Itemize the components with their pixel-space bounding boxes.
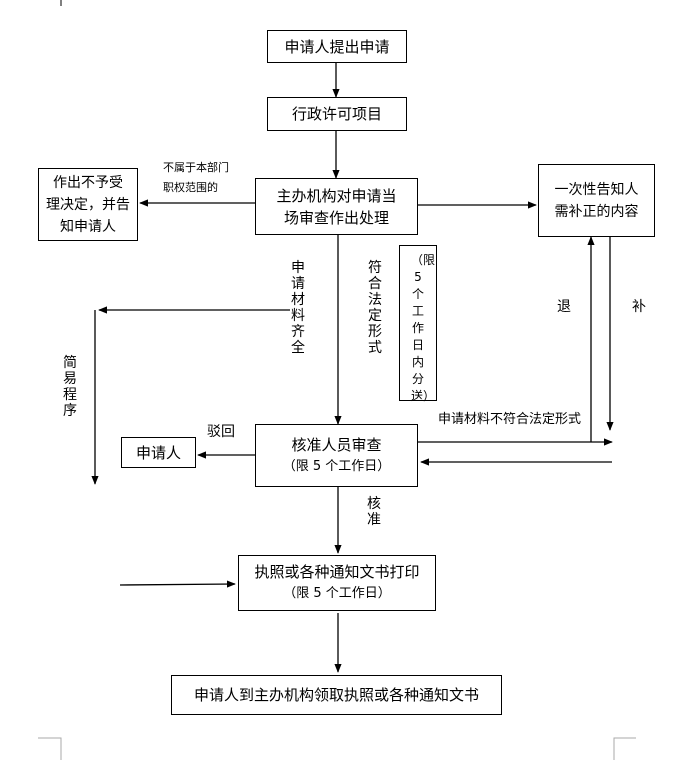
arrow-left-to-print xyxy=(119,580,236,588)
print-box: 执照或各种通知文书打印 （限 5 个工作日） xyxy=(238,555,436,611)
materials-complete-label: 申请材料齐全 xyxy=(291,260,305,356)
simple-procedure-label: 简易程序 xyxy=(63,355,77,419)
time-limit-text: （限 5 个工作日内分送） xyxy=(411,253,436,403)
approve-text-1: 核准人员审查 xyxy=(291,435,382,454)
time-limit-box: （限 5 个工作日内分送） xyxy=(399,245,437,403)
reject-back-label: 驳回 xyxy=(207,424,235,440)
not-in-scope-label: 不属于本部门 职权范围的 xyxy=(163,158,229,198)
corner-mark-bottom-left xyxy=(38,737,62,760)
notify-text-1: 一次性告知人 xyxy=(554,181,639,198)
corner-mark-bottom-right xyxy=(613,737,636,760)
not-in-scope-text-2: 职权范围的 xyxy=(163,181,218,194)
reject-box: 作出不予受 理决定，并告 知申请人 xyxy=(38,168,138,241)
print-text-2: （限 5 个工作日） xyxy=(283,586,391,601)
approve-label: 核准 xyxy=(367,496,381,528)
admin-item-text: 行政许可项目 xyxy=(291,105,382,123)
reject-text-2: 理决定，并告 xyxy=(46,196,130,213)
reject-text-1: 作出不予受 xyxy=(53,174,123,191)
not-in-scope-text-1: 不属于本部门 xyxy=(163,161,229,174)
apply-box: 申请人提出申请 xyxy=(267,30,407,63)
reject-text-3: 知申请人 xyxy=(60,218,116,235)
applicant-box: 申请人 xyxy=(121,437,196,468)
notify-box: 一次性告知人 需补正的内容 xyxy=(538,164,655,237)
collect-box: 申请人到主办机构领取执照或各种通知文书 xyxy=(171,675,502,715)
review-text-2: 场审查作出处理 xyxy=(283,208,389,227)
print-text-1: 执照或各种通知文书打印 xyxy=(254,563,420,581)
return-label: 退 xyxy=(557,299,571,315)
supplement-label: 补 xyxy=(632,299,646,315)
legal-form-label: 符合法定形式 xyxy=(368,260,382,356)
applicant-text: 申请人 xyxy=(135,443,181,462)
review-text-1: 主办机构对申请当 xyxy=(276,186,397,205)
admin-item-box: 行政许可项目 xyxy=(267,97,407,131)
approve-box: 核准人员审查 （限 5 个工作日） xyxy=(255,424,418,487)
notify-text-2: 需补正的内容 xyxy=(554,203,639,220)
review-box: 主办机构对申请当 场审查作出处理 xyxy=(255,178,418,235)
approve-text-2: （限 5 个工作日） xyxy=(282,458,391,474)
apply-text: 申请人提出申请 xyxy=(284,37,390,56)
collect-text: 申请人到主办机构领取执照或各种通知文书 xyxy=(193,686,479,704)
nonconforming-label: 申请材料不符合法定形式 xyxy=(438,412,582,427)
